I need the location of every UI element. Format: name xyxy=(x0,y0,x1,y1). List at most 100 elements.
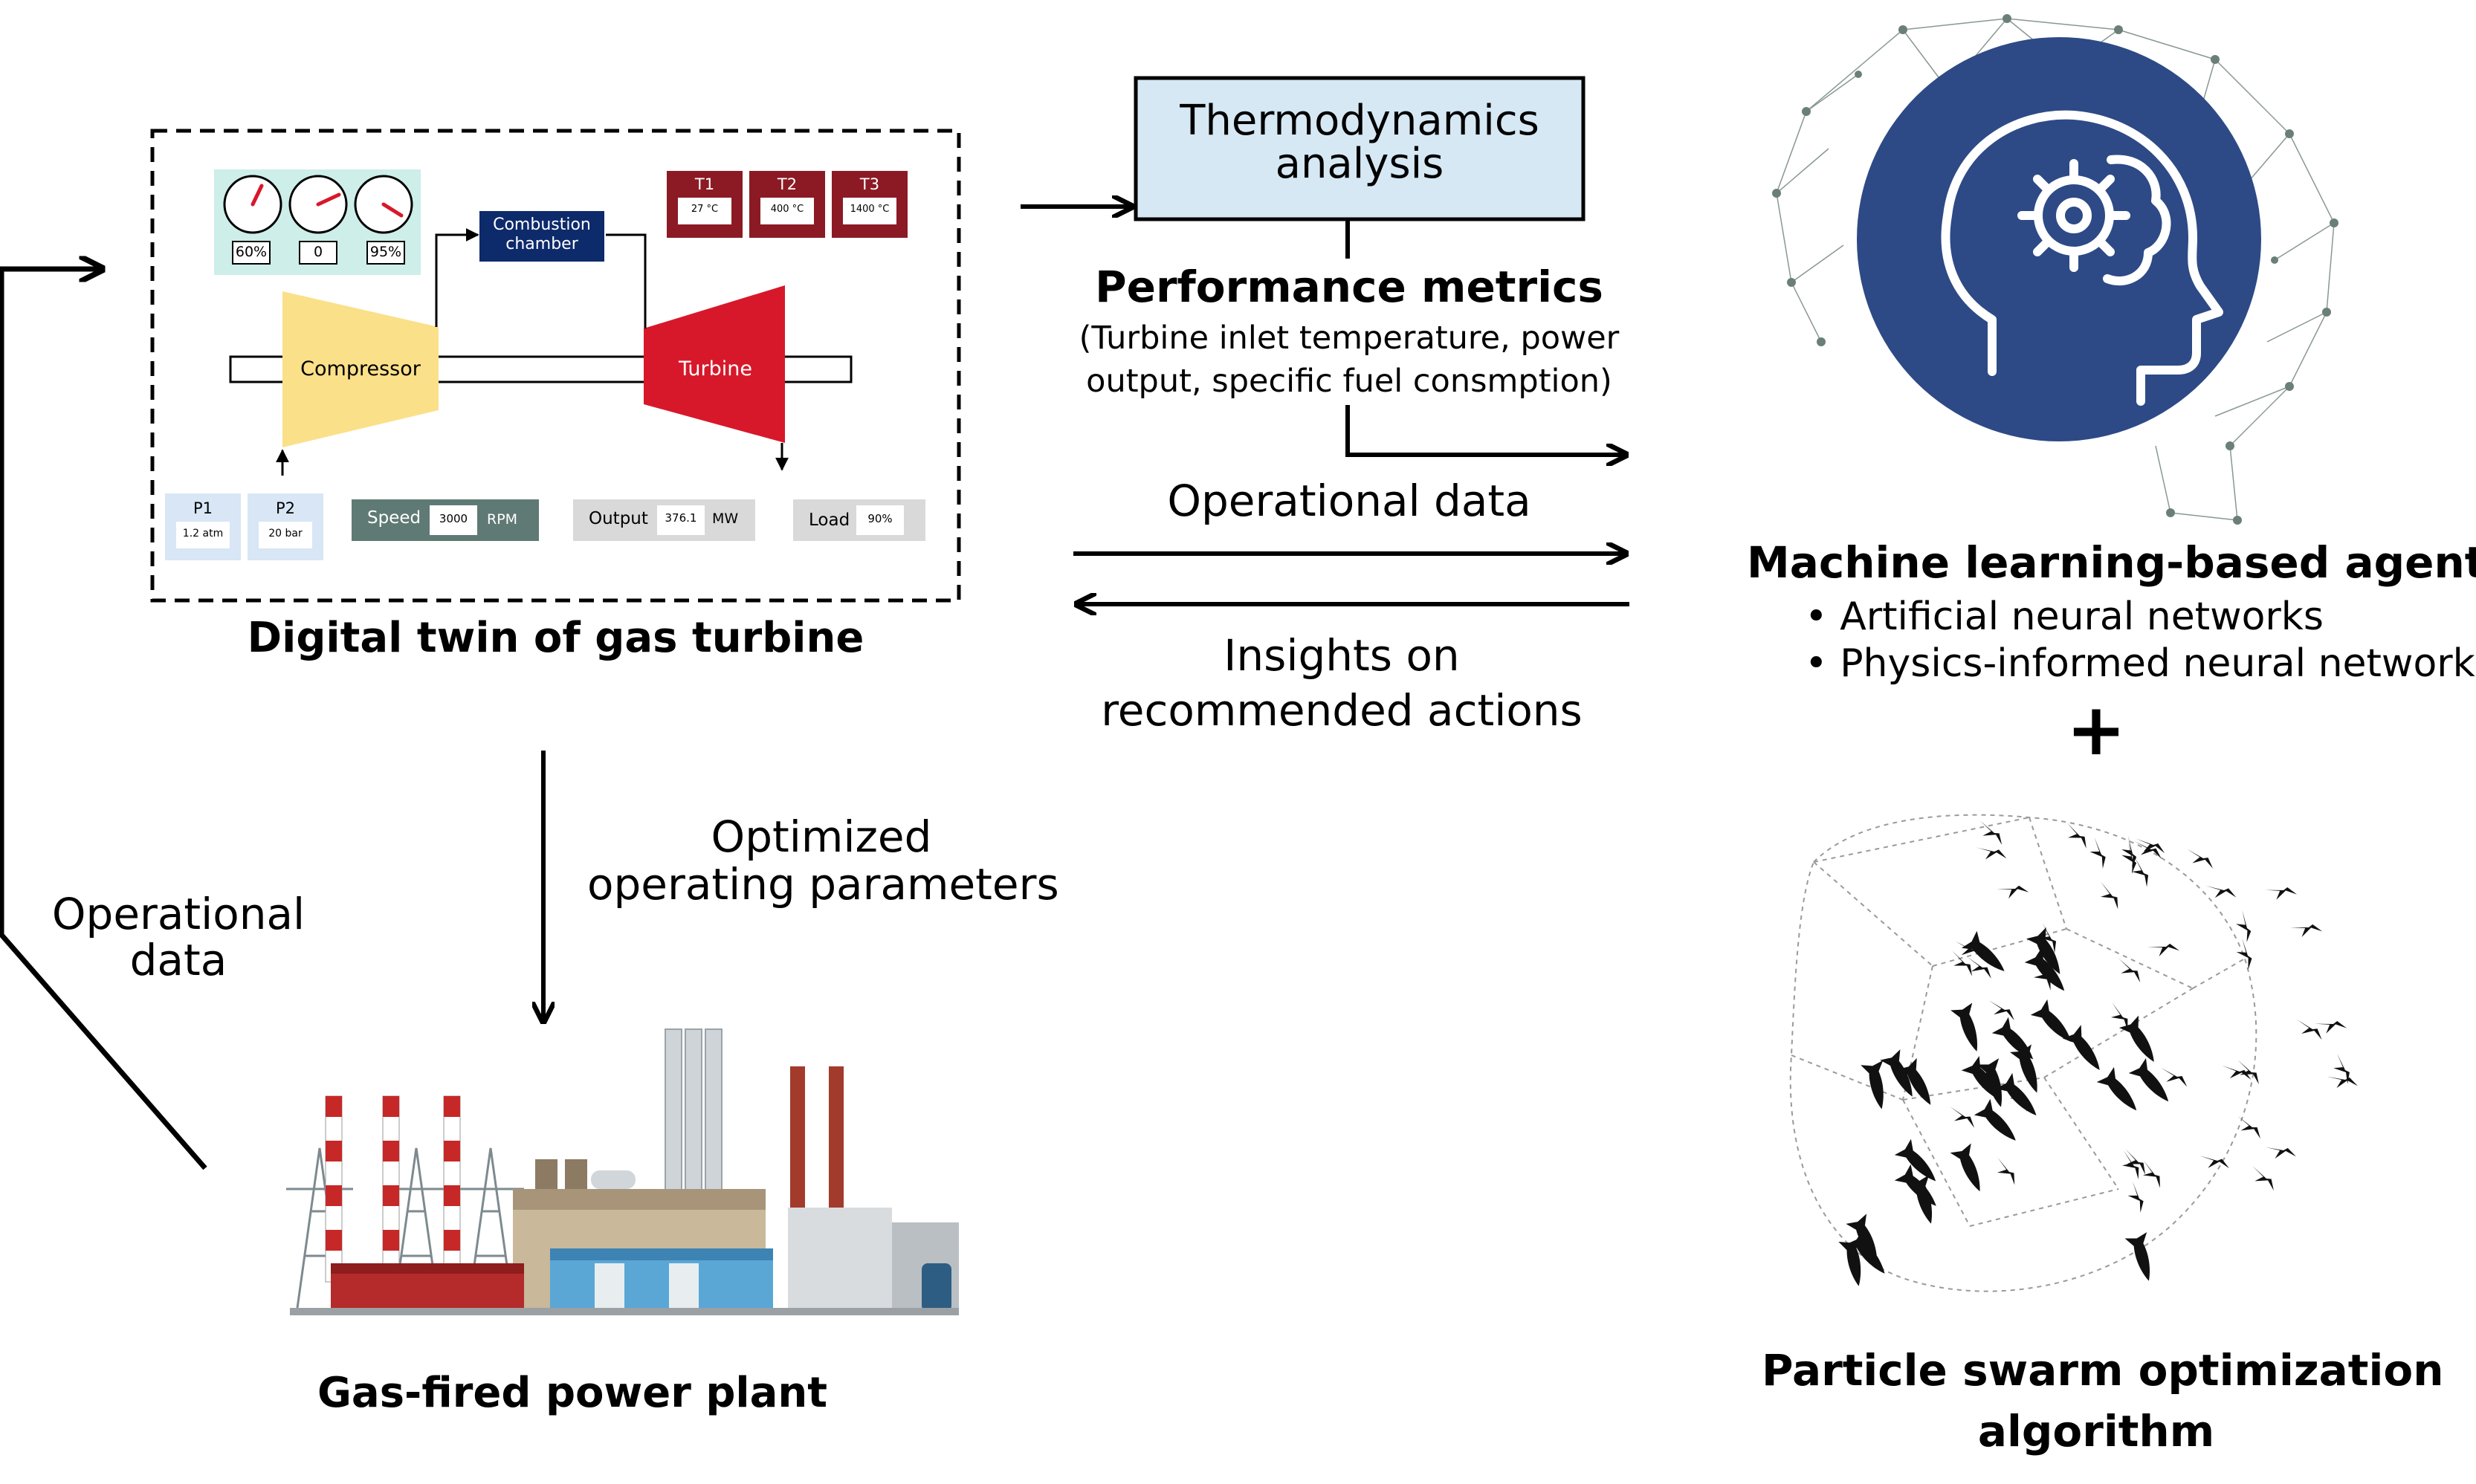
bird-particle xyxy=(1997,1157,2015,1185)
combustion-chamber-box xyxy=(479,211,604,262)
operational-data-left-line1: Operational xyxy=(51,889,306,939)
combustion-label-line1: Combustion xyxy=(493,216,591,234)
pso-line1: Particle swarm optimization xyxy=(1762,1345,2444,1396)
output-value: 376.1 xyxy=(665,511,697,525)
ml-bullet-1-text: Artificial neural networks xyxy=(1840,594,2324,639)
swarm-mesh xyxy=(1789,814,2257,1292)
bird-particle xyxy=(2222,1065,2252,1080)
bird-particle xyxy=(2264,887,2298,900)
temp-value-3: 1400 °C xyxy=(850,204,890,215)
speed-unit: RPM xyxy=(487,511,518,528)
pressure-name-1: P1 xyxy=(193,499,213,517)
output-unit: MW xyxy=(712,511,739,527)
fish-particle xyxy=(1950,1002,1978,1052)
bird-particle xyxy=(2142,1160,2160,1188)
performance-to-agent-arrow xyxy=(1345,405,1626,455)
bird-particle xyxy=(2132,857,2149,887)
plus-sign: + xyxy=(2066,688,2127,771)
gauge-readout-3: 95% xyxy=(369,244,402,260)
thermo-line2: analysis xyxy=(1275,140,1444,188)
load-label: Load xyxy=(809,511,850,530)
ml-bullet-2: • Physics-informed neural networks xyxy=(1805,641,2476,686)
bird-particle xyxy=(2265,1147,2296,1159)
thermodynamics-box xyxy=(1134,76,1586,221)
fish-particle xyxy=(1880,1049,1913,1097)
bird-particle xyxy=(2161,1067,2188,1087)
temp-name-2: T2 xyxy=(777,175,798,193)
insights-line2: recommended actions xyxy=(1101,685,1583,736)
bird-particle xyxy=(2101,881,2118,910)
load-value: 90% xyxy=(867,512,893,525)
bird-particle xyxy=(1952,950,1973,976)
fish-particle xyxy=(2124,1232,2150,1281)
fish-particle xyxy=(1845,1229,1885,1274)
bird-particle xyxy=(2327,1076,2358,1089)
compressor-shape xyxy=(282,291,439,447)
fish-particle xyxy=(1907,1175,1933,1224)
bird-particle xyxy=(2333,1053,2350,1084)
output-label: Output xyxy=(589,509,648,528)
fish-particle xyxy=(2096,1066,2137,1111)
insights-line1: Insights on xyxy=(1224,630,1460,681)
optimized-line1: Optimized xyxy=(711,811,932,862)
bird-particle xyxy=(2134,841,2162,859)
bird-particle xyxy=(2187,849,2214,869)
bird-particle xyxy=(2089,837,2106,869)
performance-title: Performance metrics xyxy=(1095,262,1603,312)
bird-particle xyxy=(2127,1181,2144,1213)
compressor-label: Compressor xyxy=(300,357,421,380)
operational-data-left-line2: data xyxy=(129,935,227,985)
fish-particle xyxy=(1897,1057,1931,1105)
fish-particle xyxy=(1991,1017,2034,1060)
bird-swarm-icon xyxy=(1838,820,2358,1286)
power-plant-icon xyxy=(286,1028,959,1315)
temp-value-1: 27 °C xyxy=(691,204,719,215)
operational-data-label: Operational data xyxy=(1167,476,1531,526)
fish-particle xyxy=(1838,1237,1861,1286)
brain-gear-head-icon xyxy=(1941,110,2223,406)
bird-particle xyxy=(2033,962,2051,991)
bird-particle xyxy=(2121,835,2137,868)
bird-particle xyxy=(2136,838,2165,854)
performance-line2: output, specific fuel consmption) xyxy=(1086,363,1612,400)
fish-particle xyxy=(2026,927,2060,974)
plant-label: Gas-fired power plant xyxy=(317,1369,828,1417)
fish-particle xyxy=(1961,930,2005,971)
bird-particle xyxy=(1980,820,2003,845)
bird-particle xyxy=(2066,822,2087,849)
combustion-to-turbine-line xyxy=(606,233,647,328)
digital-twin-frame xyxy=(150,129,961,603)
bird-particle xyxy=(2252,1166,2274,1191)
bird-particle xyxy=(2237,1060,2259,1085)
bird-particle xyxy=(2236,910,2252,942)
bird-particle xyxy=(2199,1156,2229,1169)
temp-name-1: T1 xyxy=(694,175,715,193)
ml-agent-title: Machine learning-based agent xyxy=(1747,537,2476,588)
temp-value-2: 400 °C xyxy=(770,204,804,215)
gauge-readout-1: 60% xyxy=(235,244,268,260)
bird-particle xyxy=(2009,1083,2027,1112)
digital-twin-title: Digital twin of gas turbine xyxy=(247,614,864,662)
compressor-to-combustion-arrow xyxy=(435,228,479,327)
bird-particle xyxy=(2236,938,2252,970)
turbine-shape xyxy=(644,285,785,443)
bird-particle xyxy=(2205,885,2237,898)
fish-particle xyxy=(1894,1138,1936,1182)
bird-particle xyxy=(2125,1149,2146,1175)
feedback-loop-arrow xyxy=(0,269,207,1170)
thermo-line1: Thermodynamics xyxy=(1180,97,1539,145)
bird-particle xyxy=(1950,1106,1975,1128)
bird-particle xyxy=(1955,941,1982,960)
bird-particle xyxy=(2147,943,2180,956)
fish-particle xyxy=(2118,1015,2154,1062)
fish-particle xyxy=(1950,1143,1980,1192)
fish-particle xyxy=(2030,999,2072,1043)
bird-particle xyxy=(2296,1019,2322,1040)
ml-bullet-2-text: Physics-informed neural networks xyxy=(1840,641,2476,686)
pressure-value-2: 20 bar xyxy=(268,528,303,540)
bird-particle xyxy=(1976,847,2007,860)
pressure-name-2: P2 xyxy=(275,499,296,517)
fish-particle xyxy=(2128,1057,2169,1102)
